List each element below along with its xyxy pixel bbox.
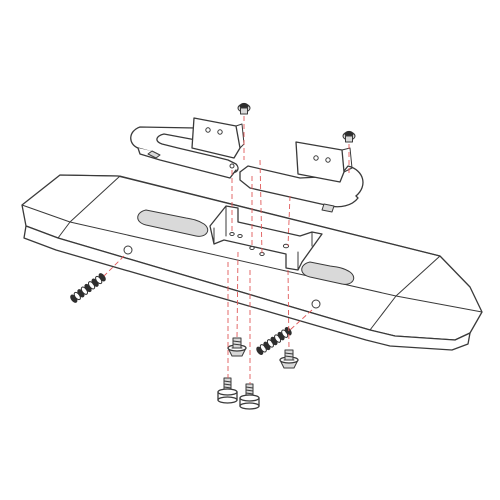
bottom-screw-countersunk-right: [279, 349, 299, 369]
top-screw-left: [237, 102, 251, 115]
bottom-screw-countersunk-left: [227, 337, 247, 357]
main-bar: [21, 174, 483, 351]
front-hole-right: [311, 299, 321, 309]
right-slot: [301, 261, 355, 285]
left-tab-hole-2: [217, 129, 223, 135]
bottom-bolt-left: [217, 377, 238, 404]
bottom-bolt-right: [239, 383, 260, 410]
block-hole-1: [229, 232, 235, 236]
front-hole-left: [123, 245, 133, 255]
left-plate-tab: [191, 117, 241, 159]
top-screw-right: [342, 130, 356, 143]
assembly-guide-lines: [103, 116, 350, 384]
right-tab-hole-1: [313, 155, 319, 161]
spring-left: [70, 273, 106, 303]
left-plate-body: [130, 126, 239, 174]
block-hole-3: [249, 246, 255, 250]
left-plate-hole: [229, 163, 235, 169]
right-plate: [239, 141, 364, 213]
left-slot: [137, 209, 209, 237]
spring-right: [256, 327, 292, 355]
left-end-facet: [21, 174, 121, 223]
right-tab-hole-2: [325, 157, 331, 163]
center-block: [209, 205, 323, 271]
left-tab-hole-1: [205, 127, 211, 133]
spring-coil: [284, 327, 292, 336]
left-plate: [130, 117, 245, 179]
block-hole-5: [282, 243, 290, 249]
block-hole-2: [237, 234, 243, 238]
right-plate-tab: [295, 141, 345, 183]
